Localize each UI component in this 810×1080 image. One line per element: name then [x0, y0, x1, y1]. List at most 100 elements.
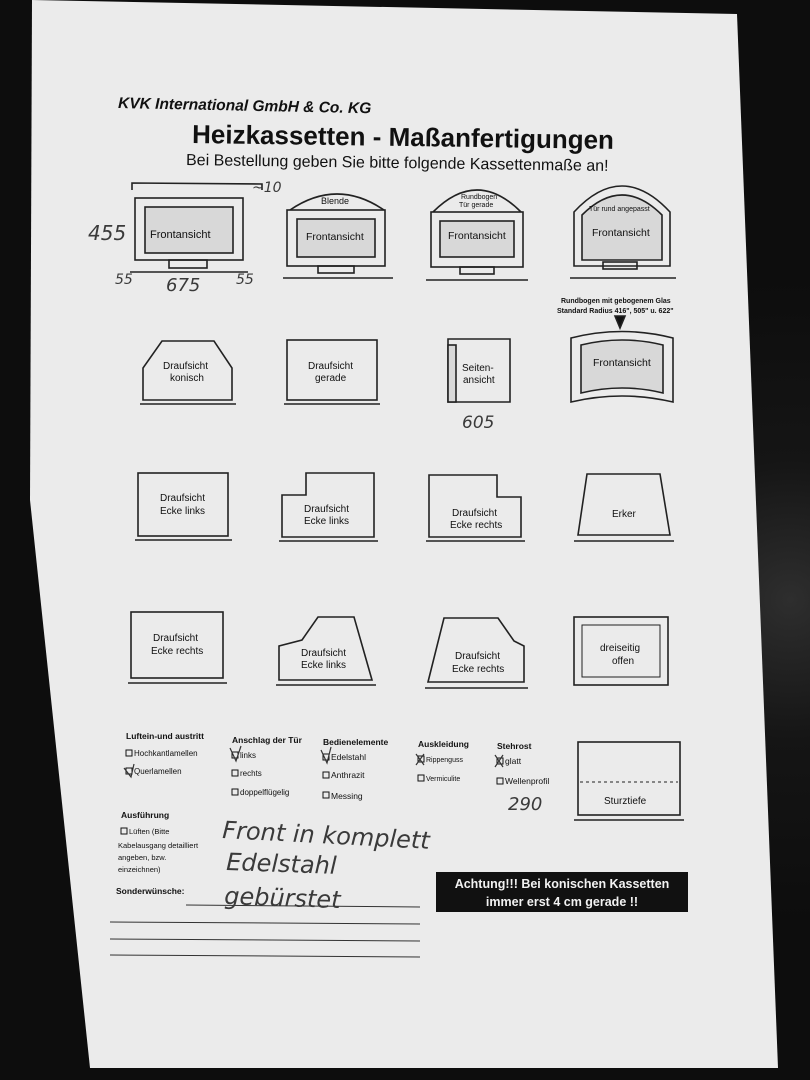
ausk-title: Auskleidung [418, 739, 469, 749]
bedien-opt3-label: Messing [331, 791, 363, 801]
ausfuehrung-checkbox[interactable] [120, 827, 128, 835]
row2-panel3-line1: Seiten- [462, 363, 494, 374]
row3-panel4-label: Erker [612, 509, 637, 520]
hand-depth-measure: 605 [462, 413, 494, 433]
row1-panel2-label: Frontansicht [306, 231, 364, 243]
row3-panel2-line1: Draufsicht [304, 504, 349, 515]
bedien-opt1-check-mark [320, 746, 332, 765]
row4-panel1-line1: Draufsicht [153, 633, 198, 644]
row4-panel4-line1: dreiseitig [600, 643, 640, 654]
row1-panel4-front-view-rounded: Tür rund angepasst Frontansicht [570, 185, 676, 279]
row3-panel2-line2: Ecke links [304, 516, 349, 527]
form-subtitle: Bei Bestellung geben Sie bitte folgende … [186, 152, 609, 175]
stehrost-opt2-label: Wellenprofil [505, 776, 549, 786]
row3-panel1-line2: Ecke links [160, 506, 205, 517]
sturztiefe-diagram: Sturztiefe [574, 741, 684, 821]
row3-panel3-line1: Draufsicht [452, 508, 497, 519]
bedien-opt3-checkbox[interactable] [322, 791, 330, 799]
hand-height-measure: 455 [88, 221, 126, 245]
row4-panel3-conical-corner-right: Draufsicht Ecke rechts [425, 617, 528, 689]
form-title: Heizkassetten - Maßanfertigungen [192, 119, 614, 155]
options-section: Luftein-und austritt Hochkantlamellen Qu… [123, 731, 549, 801]
luft-opt1-label: Hochkantlamellen [134, 749, 198, 758]
row3-panel1-line1: Draufsicht [160, 493, 205, 504]
sturztiefe-label: Sturztiefe [604, 796, 647, 807]
bedien-title: Bedienelemente [323, 737, 388, 747]
ausfuehrung-line4: einzeichnen) [118, 865, 161, 874]
row1-panel1-front-view: Frontansicht [130, 182, 263, 273]
warning-line1: Achtung!!! Bei konischen Kassetten [454, 877, 670, 891]
row1-panel4-label: Frontansicht [592, 227, 650, 239]
row2-panel4-curved-glass-front: Rundbogen mit gebogenem Glas Standard Ra… [557, 298, 674, 404]
ausfuehrung-section: Ausführung Lüften (Bitte Kabelausgang de… [116, 810, 199, 896]
row2-panel2-top-view-straight: Draufsicht gerade [284, 339, 380, 405]
row4-panel2-line1: Draufsicht [301, 648, 346, 659]
hand-top-measure: ~10 [252, 180, 282, 196]
sonderwuensche-lines [109, 904, 421, 958]
sonderwuensche-label: Sonderwünsche: [116, 886, 185, 896]
conical-warning-box: Achtung!!! Bei konischen Kassetten immer… [436, 872, 688, 912]
ausk-opt2-checkbox[interactable] [417, 774, 425, 782]
hand-sonder-line3: gebürstet [224, 882, 343, 914]
ausk-opt1-checkbox[interactable] [417, 755, 425, 763]
bedien-opt2-checkbox[interactable] [322, 771, 330, 779]
row4-panel1-top-view-corner-right: Draufsicht Ecke rechts [128, 611, 227, 684]
stehrost-opt1-label: glatt [505, 756, 522, 766]
row3-panel2-top-view-corner-left: Draufsicht Ecke links [279, 472, 378, 542]
row2-panel4-note-line2: Standard Radius 416", 505" u. 622" [557, 308, 674, 315]
stehrost-opt2-checkbox[interactable] [496, 777, 504, 785]
row1-panel2-top-label: Blende [321, 196, 349, 206]
row2-panel3-line2: ansicht [463, 375, 495, 386]
hand-left-measure: 55 [115, 272, 133, 288]
row1-panel4-top-label: Tür rund angepasst [589, 206, 650, 213]
row3-panel4-bay-window: Erker [574, 473, 674, 542]
luft-opt1-checkbox[interactable] [125, 749, 133, 757]
row2-panel1-line1: Draufsicht [163, 361, 208, 372]
row1-panel3-label: Frontansicht [448, 230, 506, 242]
row4-panel4-line2: offen [612, 656, 634, 667]
row1-panel3-front-view-rundbogen: Rundbogen Tür gerade Frontansicht [426, 189, 528, 281]
row1-panel3-top-line1: Rundbogen [461, 194, 497, 201]
hand-right-measure: 55 [236, 272, 254, 288]
row4-panel2-conical-corner-left: Draufsicht Ecke links [276, 616, 376, 686]
ausfuehrung-title: Ausführung [121, 810, 169, 820]
row1-panel2-front-view-blende: Blende Frontansicht [283, 193, 393, 279]
luft-title: Luftein-und austritt [126, 731, 204, 741]
stehrost-opt1-checkbox[interactable] [496, 757, 504, 765]
hand-sturz-measure: 290 [508, 794, 542, 815]
stehrost-opt1-check-mark [494, 754, 504, 768]
ausk-opt2-label: Vermiculite [426, 776, 460, 783]
anschlag-opt1-label: links [240, 751, 256, 760]
row2-panel2-line1: Draufsicht [308, 361, 353, 372]
anschlag-opt2-checkbox[interactable] [231, 769, 239, 777]
bedien-opt2-label: Anthrazit [331, 770, 365, 780]
ausk-opt1-check-mark [415, 753, 425, 766]
anschlag-opt2-label: rechts [240, 769, 262, 778]
row3-panel1-top-view-corner-left: Draufsicht Ecke links [135, 472, 232, 541]
hand-sonder-line2: Edelstahl [226, 848, 338, 880]
anschlag-opt3-label: doppelflügelig [240, 788, 289, 797]
row4-panel4-three-sided-open: dreiseitig offen [573, 616, 669, 686]
row4-panel2-line2: Ecke links [301, 660, 346, 671]
company-name: KVK International GmbH & Co. KG [118, 95, 371, 117]
luft-opt2-label: Querlamellen [134, 767, 182, 776]
row1-panel1-label: Frontansicht [150, 229, 211, 241]
row2-panel4-label: Frontansicht [593, 357, 651, 369]
row3-panel3-line2: Ecke rechts [450, 520, 502, 531]
row2-panel3-side-view: Seiten- ansicht [447, 338, 511, 403]
ausfuehrung-line3: angeben, bzw. [118, 853, 166, 862]
anschlag-title: Anschlag der Tür [232, 735, 303, 745]
luft-opt2-check-mark [123, 763, 135, 779]
ausfuehrung-line1: Lüften (Bitte [129, 827, 169, 836]
row2-panel1-line2: konisch [170, 373, 204, 384]
bedien-opt1-label: Edelstahl [331, 752, 366, 762]
anschlag-opt3-checkbox[interactable] [231, 788, 239, 796]
ausk-opt1-label: Rippenguss [426, 757, 463, 764]
anschlag-opt1-check-mark [229, 745, 242, 763]
row4-panel1-line2: Ecke rechts [151, 646, 203, 657]
row2-panel1-top-view-conical: Draufsicht konisch [140, 340, 236, 405]
row4-panel3-line1: Draufsicht [455, 651, 500, 662]
hand-width-measure: 675 [166, 275, 200, 296]
ausfuehrung-line2: Kabelausgang detailliert [118, 841, 199, 850]
